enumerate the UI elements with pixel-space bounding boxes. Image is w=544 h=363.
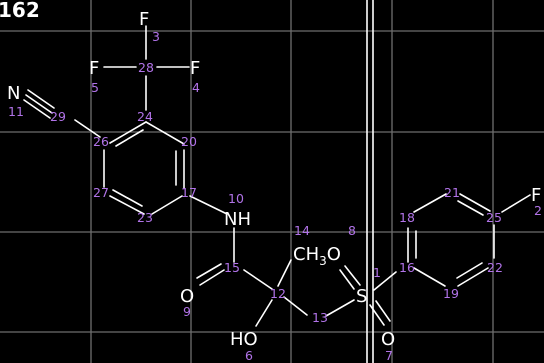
index-6: 6 xyxy=(245,348,253,363)
index-1: 1 xyxy=(373,265,381,280)
index-7: 7 xyxy=(385,348,393,363)
index-20: 20 xyxy=(181,134,197,149)
index-22: 22 xyxy=(487,260,503,275)
index-11: 11 xyxy=(8,104,24,119)
index-23: 23 xyxy=(137,210,153,225)
index-14: 14 xyxy=(294,223,310,238)
atom-n11: N xyxy=(7,83,20,104)
index-13: 13 xyxy=(312,310,328,325)
index-8: 8 xyxy=(348,223,356,238)
bonds xyxy=(23,25,531,327)
index-17: 17 xyxy=(181,185,197,200)
atom-f2: F xyxy=(531,185,541,206)
index-28: 28 xyxy=(138,60,154,75)
index-4: 4 xyxy=(192,80,200,95)
atom-o7: O xyxy=(381,329,395,350)
index-16: 16 xyxy=(399,260,415,275)
index-24: 24 xyxy=(137,109,153,124)
atom-f4: F xyxy=(190,58,200,79)
atom-ho: HO xyxy=(230,329,258,350)
index-10: 10 xyxy=(228,191,244,206)
index-25: 25 xyxy=(486,210,502,225)
compound-number: 162 xyxy=(0,0,40,22)
index-2: 2 xyxy=(534,203,542,218)
index-27: 27 xyxy=(93,185,109,200)
double-vertical-line xyxy=(366,0,374,363)
index-21: 21 xyxy=(444,185,460,200)
index-12: 12 xyxy=(270,286,286,301)
index-9: 9 xyxy=(183,304,191,319)
atom-s: S xyxy=(356,286,367,307)
index-5: 5 xyxy=(91,80,99,95)
atom-indices: 3 28 5 4 11 29 24 26 20 27 17 23 10 14 8… xyxy=(8,29,542,363)
atom-symbols: F F F N NH CH3O S O O HO F xyxy=(7,9,541,350)
index-15: 15 xyxy=(224,260,240,275)
atom-o9: O xyxy=(180,286,194,307)
index-26: 26 xyxy=(93,134,109,149)
atom-f3: F xyxy=(139,9,149,30)
index-29: 29 xyxy=(50,109,66,124)
index-3: 3 xyxy=(152,29,160,44)
atom-f5: F xyxy=(89,58,99,79)
index-18: 18 xyxy=(399,210,415,225)
atom-ch3: CH3O xyxy=(293,244,341,268)
index-19: 19 xyxy=(443,286,459,301)
atom-nh: NH xyxy=(224,209,251,230)
